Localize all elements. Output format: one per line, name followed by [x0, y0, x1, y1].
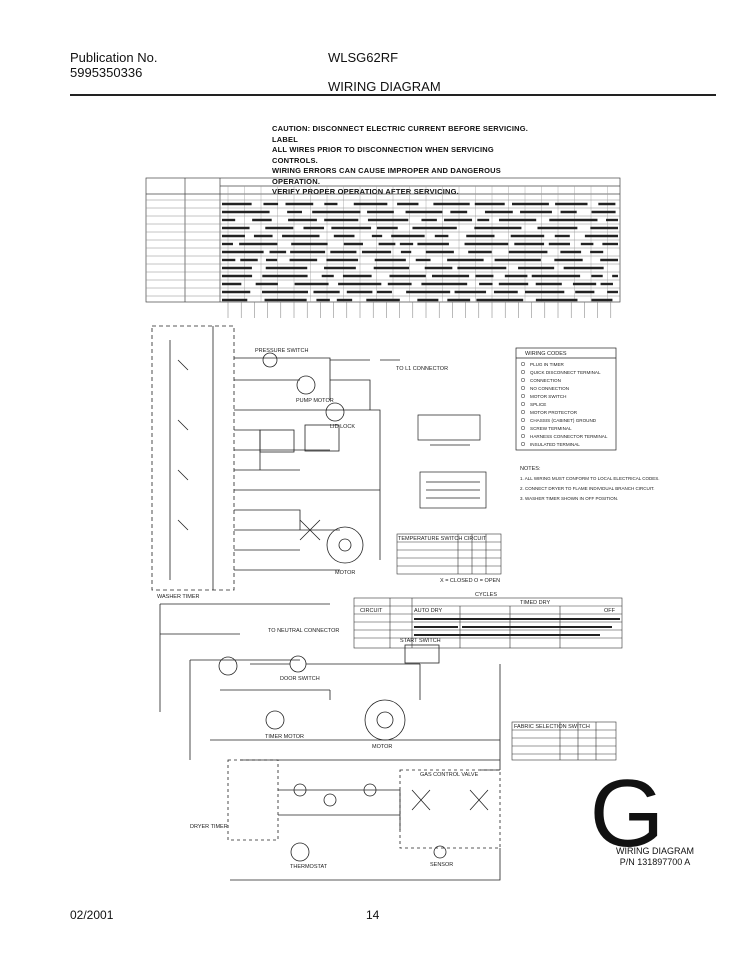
- wiring-code-symbol-icon: [520, 385, 526, 391]
- timer-motor-label: TIMER MOTOR: [265, 734, 304, 740]
- fabric-selection-table: [511, 721, 617, 761]
- washer-timer-label: WASHER TIMER: [157, 594, 200, 600]
- gas-valve-box: [399, 769, 501, 849]
- cycles-title: CYCLES: [475, 592, 497, 598]
- caption-part-number: P/N 131897700 A: [619, 857, 691, 867]
- temperature-switch-table: [396, 533, 502, 575]
- door-switch-label: DOOR SWITCH: [280, 676, 320, 682]
- wiring-code-symbol-icon: [520, 393, 526, 399]
- note-1: 1. ALL WIRING MUST CONFORM TO LOCAL ELEC…: [520, 476, 660, 481]
- pressure-switch-label: PRESSURE SWITCH: [255, 348, 309, 354]
- wiring-code-item: CONNECTION: [530, 378, 561, 383]
- thermostat-label: THERMOSTAT: [290, 864, 328, 870]
- dryer-timer-label: DRYER TIMER: [190, 824, 228, 830]
- wiring-code-item: SCREW TERMINAL: [530, 426, 572, 431]
- dryer-circuit: [159, 603, 501, 881]
- caution-notice: CAUTION: DISCONNECT ELECTRIC CURRENT BEF…: [272, 124, 532, 198]
- footer-date: 02/2001: [70, 908, 114, 922]
- publication-number: 5995350336: [70, 65, 143, 80]
- wiring-code-symbol-icon: [520, 441, 526, 447]
- temp-switch-box: [259, 429, 295, 453]
- wiring-code-item: PLUG IN TIMER: [530, 362, 565, 367]
- wiring-code-symbol-icon: [520, 425, 526, 431]
- timer-chart-columns: [227, 186, 612, 318]
- temperature-switch-title: TEMPERATURE SWITCH CIRCUIT: [398, 536, 487, 542]
- wiring-code-symbol-icon: [520, 369, 526, 375]
- caution-line: CAUTION: DISCONNECT ELECTRIC CURRENT BEF…: [272, 124, 529, 144]
- pressure-switch-contact: [262, 352, 278, 368]
- wiring-code-symbol-icon: [520, 361, 526, 367]
- wiring-code-item: MOTOR SWITCH: [530, 394, 566, 399]
- lid-lock-label: LID LOCK: [330, 424, 355, 430]
- wiring-code-item: SPLICE: [530, 402, 546, 407]
- pump-motor-label: PUMP MOTOR: [296, 398, 334, 404]
- to-l1-label: TO L1 CONNECTOR: [396, 366, 448, 372]
- dryer-cycles-chart: [353, 597, 623, 649]
- wiring-code-item: HARNESS CONNECTOR TERMINAL: [530, 434, 608, 439]
- thermostat-icon: [290, 842, 310, 862]
- wiring-code-symbol-icon: [520, 417, 526, 423]
- wiring-code-symbol-icon: [520, 401, 526, 407]
- dryer-timer-motor-icon: [218, 656, 238, 676]
- caption-title: WIRING DIAGRAM: [616, 846, 694, 856]
- cycle-timed-dry: TIMED DRY: [520, 600, 550, 606]
- wiring-code-item: QUICK DISCONNECT TERMINAL: [530, 370, 601, 375]
- wiring-code-item: INSULATED TERMINAL: [530, 442, 580, 447]
- dryer-motor-icon: [364, 699, 406, 741]
- sensor-icon: [433, 845, 447, 859]
- timer-chart-rows: [146, 199, 620, 297]
- wiring-codes-list: PLUG IN TIMER QUICK DISCONNECT TERMINAL CO…: [520, 361, 608, 447]
- wiring-code-item: NO CONNECTION: [530, 386, 569, 391]
- timer-chart-bars: [222, 202, 618, 302]
- washer-motor-label: MOTOR: [335, 570, 355, 576]
- caution-line: ALL WIRES PRIOR TO DISCONNECTION WHEN SE…: [272, 145, 494, 165]
- pump-motor-icon: [296, 375, 316, 395]
- start-switch-label: START SWITCH: [400, 638, 441, 644]
- wiring-code-symbol-icon: [520, 433, 526, 439]
- publication-label: Publication No.: [70, 50, 158, 65]
- wiring-codes-title: WIRING CODES: [525, 351, 567, 357]
- gas-valve-label: GAS CONTROL VALVE: [420, 772, 479, 778]
- spinner-inset: [417, 414, 487, 509]
- model-block: WLSG62RF WIRING DIAGRAM: [328, 50, 441, 94]
- lid-lock-icon: [325, 402, 345, 422]
- publication-block: Publication No. 5995350336: [70, 50, 157, 80]
- wiring-code-symbol-icon: [520, 377, 526, 383]
- notes-heading: NOTES:: [520, 466, 541, 472]
- note-2: 2. CONNECT DRYER TO FLAME INDIVIDUAL BRA…: [520, 486, 655, 491]
- to-neutral-label: TO NEUTRAL CONNECTOR: [268, 628, 339, 634]
- timer-motor-icon: [265, 710, 285, 730]
- model-number: WLSG62RF: [328, 50, 399, 65]
- water-valve-box: [304, 424, 340, 452]
- cycle-off: OFF: [604, 608, 616, 614]
- washer-motor-icon: [326, 526, 364, 564]
- closed-legend: X = CLOSED: [440, 578, 473, 584]
- note-3: 3. WASHER TIMER SHOWN IN OFF POSITION.: [520, 496, 618, 501]
- page-number: 14: [366, 908, 380, 922]
- washer-timer-box: [151, 325, 235, 591]
- fabric-selection-title: FABRIC SELECTION SWITCH: [514, 724, 590, 730]
- wiring-diagram-caption: WIRING DIAGRAM P/N 131897700 A: [595, 846, 715, 868]
- diagram-letter: G: [589, 760, 665, 867]
- wiring-codes-legend: [515, 347, 617, 451]
- wiring-code-item: MOTOR PROTECTOR: [530, 410, 578, 415]
- open-legend: O = OPEN: [474, 578, 500, 584]
- caution-line: WIRING ERRORS CAN CAUSE IMPROPER AND DAN…: [272, 166, 501, 186]
- wiring-code-symbol-icon: [520, 409, 526, 415]
- start-switch-box: [404, 644, 440, 664]
- caution-line: VERIFY PROPER OPERATION AFTER SERVICING.: [272, 187, 459, 196]
- cycles-circuit-heading: CIRCUIT: [360, 608, 383, 614]
- wiring-code-item: CHASSIS (CABINET) GROUND: [530, 418, 597, 423]
- cycle-auto-dry: AUTO DRY: [414, 608, 443, 614]
- dryer-timer-box: [227, 759, 279, 841]
- page-title: WIRING DIAGRAM: [328, 79, 441, 94]
- door-switch-icon: [289, 655, 307, 673]
- sensor-label: SENSOR: [430, 862, 453, 868]
- dryer-motor-label: MOTOR: [372, 744, 392, 750]
- washer-circuit: [151, 325, 400, 591]
- dryer-cycles-bars: [414, 618, 620, 636]
- header-divider: [70, 94, 716, 96]
